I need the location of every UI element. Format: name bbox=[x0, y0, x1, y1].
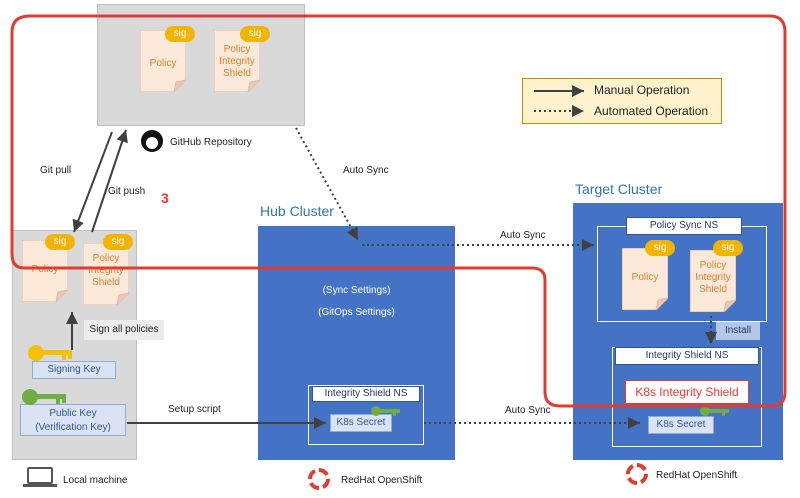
local-policy-doc-label: Policy bbox=[31, 264, 59, 275]
k8s-integrity-shield: K8s Integrity Shield bbox=[625, 380, 749, 404]
github-icon bbox=[141, 130, 163, 152]
git-push-label: Git push bbox=[108, 186, 146, 197]
github-policy-doc-label: Policy bbox=[149, 58, 177, 69]
target-policy-sig: sig bbox=[645, 240, 675, 256]
hub-gitops-settings: (GitOps Settings) bbox=[318, 307, 395, 318]
sign-all-policies-label: Sign all policies bbox=[84, 320, 164, 340]
target-openshift-icon bbox=[626, 463, 648, 485]
target-shield-doc: Policy Integrity Shield bbox=[690, 250, 736, 312]
public-key-label: Public Key (Verification Key) bbox=[20, 404, 126, 436]
legend-manual-label: Manual Operation bbox=[594, 83, 690, 97]
git-pull-label: Git pull bbox=[40, 165, 72, 176]
auto-sync-label-3: Auto Sync bbox=[505, 405, 551, 416]
step-number: 3 bbox=[161, 190, 169, 206]
git-pull-arrow bbox=[72, 131, 113, 233]
hub-cluster-title: Hub Cluster bbox=[260, 203, 334, 219]
target-policy-doc: Policy bbox=[622, 248, 668, 310]
target-shield-doc-label: Policy Integrity Shield bbox=[695, 260, 731, 295]
target-policy-doc-label: Policy bbox=[631, 272, 659, 283]
install-label: Install bbox=[716, 322, 760, 340]
policy-sync-ns-title: Policy Sync NS bbox=[626, 217, 742, 235]
local-machine-label: Local machine bbox=[63, 475, 128, 486]
hub-sync-settings: (Sync Settings) bbox=[322, 285, 391, 296]
auto-sync-arrow-1 bbox=[295, 127, 359, 241]
hub-openshift-icon bbox=[308, 468, 330, 490]
github-repo-panel bbox=[97, 4, 305, 126]
setup-script-label: Setup script bbox=[168, 404, 221, 415]
github-shield-sig: sig bbox=[240, 26, 270, 42]
public-key-line2: (Verification Key) bbox=[35, 422, 111, 433]
github-shield-doc-label: Policy Integrity Shield bbox=[219, 44, 255, 79]
github-policy-sig: sig bbox=[165, 26, 195, 42]
laptop-icon bbox=[23, 467, 57, 487]
signing-key-label: Signing Key bbox=[32, 361, 116, 379]
public-key-line1: Public Key bbox=[49, 408, 97, 419]
git-push-arrow bbox=[91, 129, 128, 233]
target-cluster-title: Target Cluster bbox=[575, 181, 663, 197]
local-shield-doc: Policy Integrity Shield bbox=[83, 243, 129, 305]
target-integrity-shield-ns-title: Integrity Shield NS bbox=[615, 347, 759, 365]
target-openshift-label: RedHat OpenShift bbox=[656, 470, 738, 481]
hub-openshift-label: RedHat OpenShift bbox=[341, 475, 423, 486]
target-shield-sig: sig bbox=[713, 240, 743, 256]
local-shield-sig: sig bbox=[103, 234, 133, 250]
hub-integrity-shield-ns-title: Integrity Shield NS bbox=[312, 386, 420, 402]
hub-k8s-secret: K8s Secret bbox=[330, 414, 392, 432]
local-policy-sig: sig bbox=[45, 234, 75, 250]
github-repo-label: GitHub Repository bbox=[170, 137, 252, 148]
target-k8s-secret: K8s Secret bbox=[648, 416, 714, 434]
auto-sync-label-2: Auto Sync bbox=[500, 230, 546, 241]
legend-automated-label: Automated Operation bbox=[594, 104, 709, 118]
local-shield-doc-label: Policy Integrity Shield bbox=[88, 253, 124, 288]
auto-sync-label-1: Auto Sync bbox=[343, 165, 389, 176]
